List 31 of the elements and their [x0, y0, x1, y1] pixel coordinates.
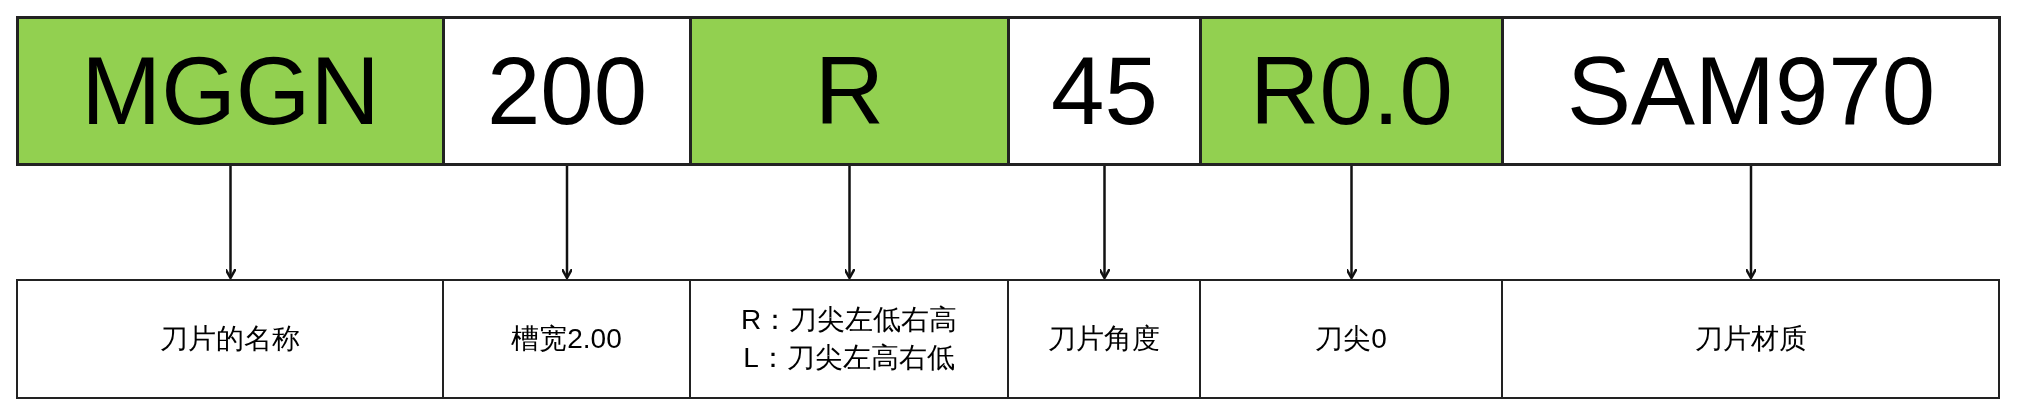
description-text: 刀片材质	[1694, 322, 1807, 357]
arrow	[1744, 166, 1758, 280]
description-text: 槽宽2.00	[511, 322, 622, 357]
description-text: R：刀尖左低右高	[740, 303, 958, 338]
description-cell	[1501, 279, 2000, 399]
description-cell	[1199, 279, 1503, 399]
description-cell	[16, 279, 444, 399]
description-text: L：刀尖左高右低	[743, 341, 955, 375]
description-text: 刀片的名称	[160, 322, 300, 357]
description-cell	[689, 279, 1009, 399]
description-cell	[442, 279, 691, 399]
arrow	[843, 166, 856, 280]
code-text: MGGN	[81, 43, 380, 139]
code-text: R0.0	[1250, 43, 1453, 139]
code-text: SAM970	[1566, 43, 1936, 139]
code-text: 45	[1051, 43, 1158, 139]
code-text: 200	[486, 43, 648, 139]
code-cell	[1501, 16, 2001, 166]
description-cell	[1007, 279, 1201, 399]
code-text: R	[814, 43, 885, 139]
arrow	[1098, 166, 1111, 280]
arrow	[1345, 166, 1358, 280]
description-text: 刀尖0	[1315, 322, 1387, 357]
code-cell	[1199, 16, 1504, 166]
code-cell	[16, 16, 445, 166]
description-text: 刀片角度	[1048, 322, 1160, 357]
arrow	[224, 166, 237, 280]
arrow	[560, 166, 574, 280]
code-cell	[442, 16, 692, 166]
code-cell	[1007, 16, 1202, 166]
code-cell	[689, 16, 1010, 166]
